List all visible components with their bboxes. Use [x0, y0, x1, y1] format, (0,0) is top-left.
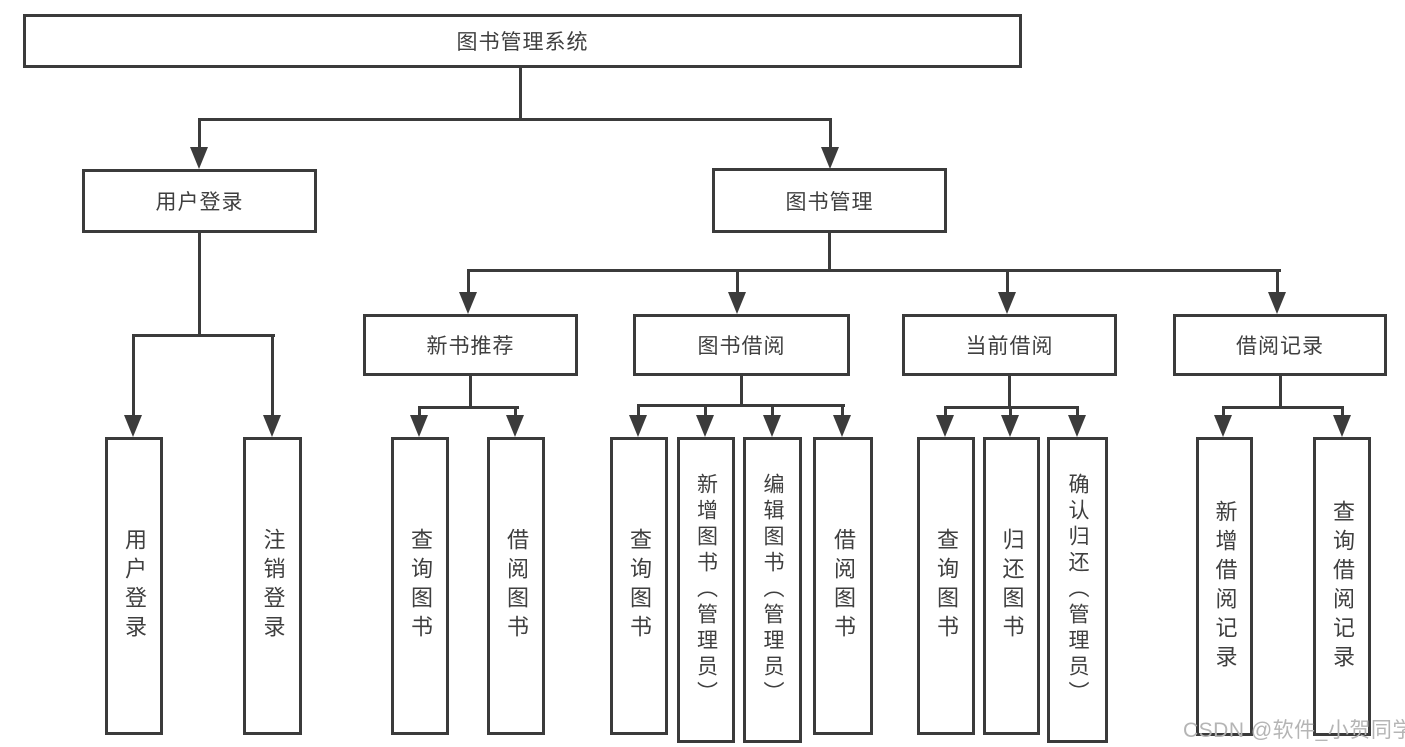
leaf-cb-return-book: 归还图书	[983, 437, 1040, 735]
connector-line	[1341, 406, 1344, 417]
leaf-br-add-record: 新增借阅记录	[1196, 437, 1253, 736]
arrow-down	[124, 415, 142, 437]
node-root-label: 图书管理系统	[456, 31, 589, 54]
arrow-down	[629, 415, 647, 437]
connector-line	[771, 404, 774, 417]
arrow-down	[1333, 415, 1351, 437]
leaf-rec-borrow-book-label: 借阅图书	[504, 528, 529, 644]
leaf-bb-borrow-book-label: 借阅图书	[831, 528, 856, 644]
leaf-bb-query-book-label: 查询图书	[627, 528, 652, 644]
leaf-cb-return-book-label: 归还图书	[999, 528, 1025, 644]
arrow-down	[1068, 415, 1086, 437]
csdn-watermark: CSDN @软件_小贺同学	[1183, 719, 1405, 742]
leaf-bb-query-book: 查询图书	[610, 437, 668, 735]
node-user-login: 用户登录	[82, 169, 317, 233]
connector-line	[829, 118, 832, 152]
connector-line	[1008, 376, 1011, 408]
arrow-down	[728, 292, 746, 314]
leaf-bb-borrow-book: 借阅图书	[813, 437, 873, 735]
leaf-rec-query-book: 查询图书	[391, 437, 449, 735]
connector-line	[736, 269, 739, 296]
connector-line	[418, 406, 421, 417]
arrow-down	[936, 415, 954, 437]
connector-line	[469, 376, 472, 408]
connector-line	[637, 404, 640, 417]
connector-line	[740, 376, 743, 406]
arrow-down	[459, 292, 477, 314]
arrow-down	[263, 415, 281, 437]
leaf-bb-add-book: 新增图书（管理员）	[677, 437, 735, 743]
leaf-logout-label: 注销登录	[260, 528, 286, 644]
connector-line	[1076, 406, 1079, 417]
connector-line	[828, 233, 831, 271]
arrow-down	[1001, 415, 1019, 437]
connector-line	[944, 406, 947, 417]
node-current-borrow-label: 当前借阅	[965, 335, 1054, 358]
arrow-down	[696, 415, 714, 437]
node-new-book-rec-label: 新书推荐	[426, 335, 515, 358]
leaf-cb-query-book-label: 查询图书	[934, 528, 959, 644]
connector-line	[1222, 406, 1225, 417]
connector-line	[418, 406, 519, 409]
connector-line	[198, 118, 832, 121]
connector-line	[467, 269, 470, 296]
leaf-bb-edit-book-label: 编辑图书（管理员）	[761, 473, 784, 707]
arrow-down	[833, 415, 851, 437]
node-user-login-label: 用户登录	[155, 191, 244, 214]
leaf-cb-query-book: 查询图书	[917, 437, 975, 735]
node-book-mgmt: 图书管理	[712, 168, 947, 233]
node-borrow-record: 借阅记录	[1173, 314, 1387, 376]
leaf-br-query-record-label: 查询借阅记录	[1330, 499, 1355, 674]
arrow-down	[506, 415, 524, 437]
connector-line	[514, 406, 517, 417]
connector-line	[704, 404, 707, 417]
connector-line	[519, 68, 522, 118]
node-borrow-record-label: 借阅记录	[1236, 335, 1324, 358]
node-new-book-rec: 新书推荐	[363, 314, 578, 376]
node-book-borrow-label: 图书借阅	[697, 335, 786, 358]
connector-line	[132, 334, 135, 418]
node-book-borrow: 图书借阅	[633, 314, 850, 376]
leaf-logout: 注销登录	[243, 437, 302, 735]
leaf-bb-add-book-label: 新增图书（管理员）	[694, 473, 718, 707]
arrow-down	[821, 147, 839, 169]
leaf-bb-edit-book: 编辑图书（管理员）	[743, 437, 802, 743]
connector-line	[198, 118, 201, 152]
connector-line	[637, 404, 845, 407]
connector-line	[198, 233, 201, 336]
node-book-mgmt-label: 图书管理	[785, 190, 874, 214]
arrow-down	[190, 147, 208, 169]
arrow-down	[1214, 415, 1232, 437]
node-current-borrow: 当前借阅	[902, 314, 1117, 376]
arrow-down	[410, 415, 428, 437]
leaf-rec-borrow-book: 借阅图书	[487, 437, 545, 735]
connector-line	[1279, 376, 1282, 408]
connector-line	[841, 404, 844, 417]
leaf-cb-confirm-return: 确认归还（管理员）	[1047, 437, 1108, 743]
leaf-user-login: 用户登录	[105, 437, 163, 735]
connector-line	[132, 334, 275, 337]
connector-line	[1276, 269, 1279, 296]
connector-line	[271, 334, 274, 418]
arrow-down	[763, 415, 781, 437]
leaf-br-query-record: 查询借阅记录	[1313, 437, 1371, 736]
node-root: 图书管理系统	[23, 14, 1022, 68]
connector-line	[467, 269, 1281, 272]
leaf-br-add-record-label: 新增借阅记录	[1212, 499, 1238, 674]
leaf-user-login-label: 用户登录	[122, 528, 147, 644]
connector-line	[1006, 269, 1009, 296]
connector-line	[1222, 406, 1344, 409]
connector-line	[1009, 406, 1012, 417]
arrow-down	[1268, 292, 1286, 314]
leaf-rec-query-book-label: 查询图书	[408, 528, 433, 644]
arrow-down	[998, 292, 1016, 314]
leaf-cb-confirm-return-label: 确认归还（管理员）	[1066, 473, 1089, 707]
